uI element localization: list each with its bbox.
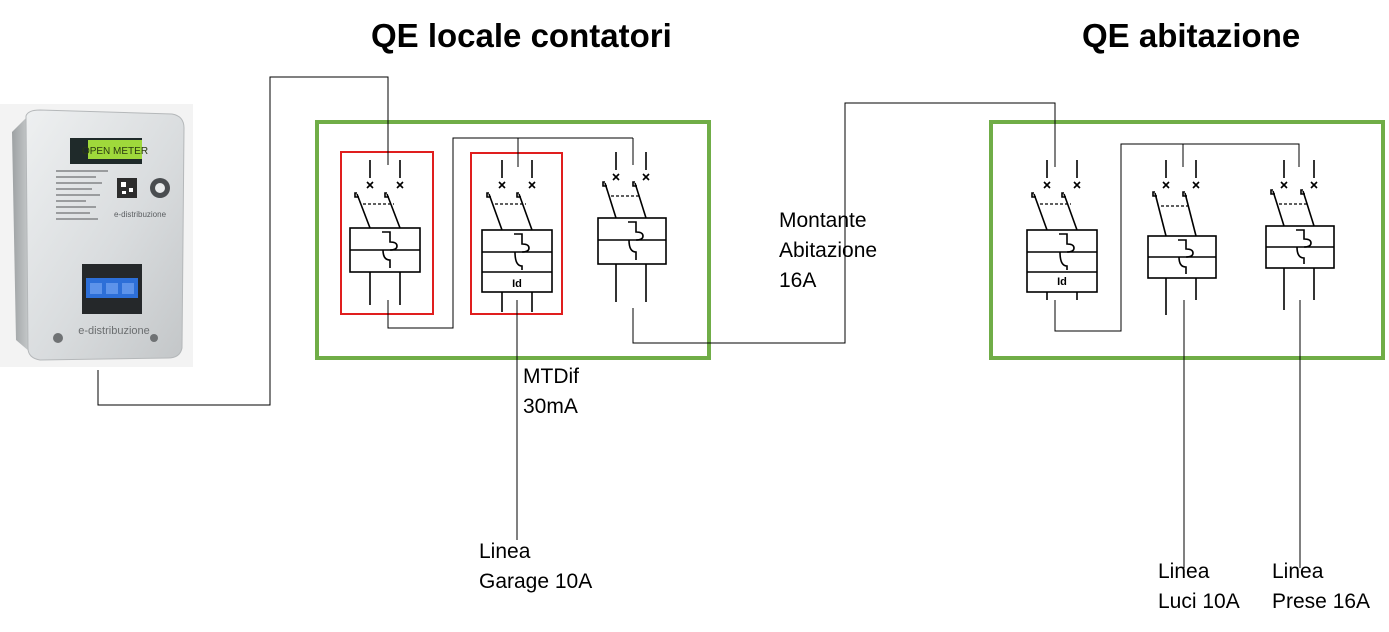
label-mtdif-line1: MTDif bbox=[523, 365, 579, 388]
wire-bus-right bbox=[1054, 143, 1300, 332]
label-garage-line2: Garage 10A bbox=[479, 570, 593, 593]
meter-display-text: OPEN METER bbox=[82, 146, 148, 157]
title-qe-abitazione: QE abitazione bbox=[1082, 17, 1301, 54]
wire-riser bbox=[632, 102, 1056, 344]
label-prese-line1: Linea bbox=[1272, 560, 1324, 583]
label-prese-line2: Prese 16A bbox=[1272, 590, 1371, 613]
highlight-main-breaker bbox=[340, 151, 434, 315]
panel-qe-contatori bbox=[315, 120, 711, 360]
breaker-sockets bbox=[1265, 160, 1335, 310]
label-mtdif-line2: 30mA bbox=[523, 395, 578, 418]
rcd-id-tag-left: Id bbox=[512, 278, 522, 290]
breaker-house-main-rcd bbox=[1026, 160, 1098, 300]
rcd-id-tag-right: Id bbox=[1057, 276, 1067, 288]
panel-qe-abitazione bbox=[989, 120, 1385, 360]
wire-meter-to-panel bbox=[97, 76, 389, 406]
breaker-main-2p bbox=[349, 160, 421, 305]
label-montante-abitazione: Montante Abitazione 16A bbox=[779, 206, 877, 296]
breaker-lights bbox=[1147, 160, 1217, 315]
label-linea-prese: Linea Prese 16A bbox=[1272, 557, 1370, 617]
breaker-riser-2p bbox=[597, 152, 667, 302]
title-qe-locale-contatori: QE locale contatori bbox=[371, 17, 672, 54]
label-linea-luci: Linea Luci 10A bbox=[1158, 557, 1240, 617]
label-mtdif: MTDif 30mA bbox=[523, 362, 579, 422]
electricity-meter: OPEN METER e-distribuzione e-distribuzio… bbox=[0, 104, 193, 367]
label-garage-line1: Linea bbox=[479, 540, 531, 563]
label-luci-line1: Linea bbox=[1158, 560, 1210, 583]
label-luci-line2: Luci 10A bbox=[1158, 590, 1240, 613]
wiring bbox=[97, 76, 1301, 568]
meter-brand-label: e-distribuzione bbox=[114, 210, 167, 219]
label-montante-line3: 16A bbox=[779, 269, 817, 292]
wire-bus-left bbox=[387, 137, 519, 329]
label-montante-line2: Abitazione bbox=[779, 239, 878, 262]
meter-display bbox=[88, 140, 142, 159]
breaker-rcd-2p bbox=[481, 160, 553, 312]
label-montante-line1: Montante bbox=[779, 209, 867, 232]
label-linea-garage: Linea Garage 10A bbox=[479, 537, 592, 597]
meter-front-brand: e-distribuzione bbox=[78, 325, 150, 337]
